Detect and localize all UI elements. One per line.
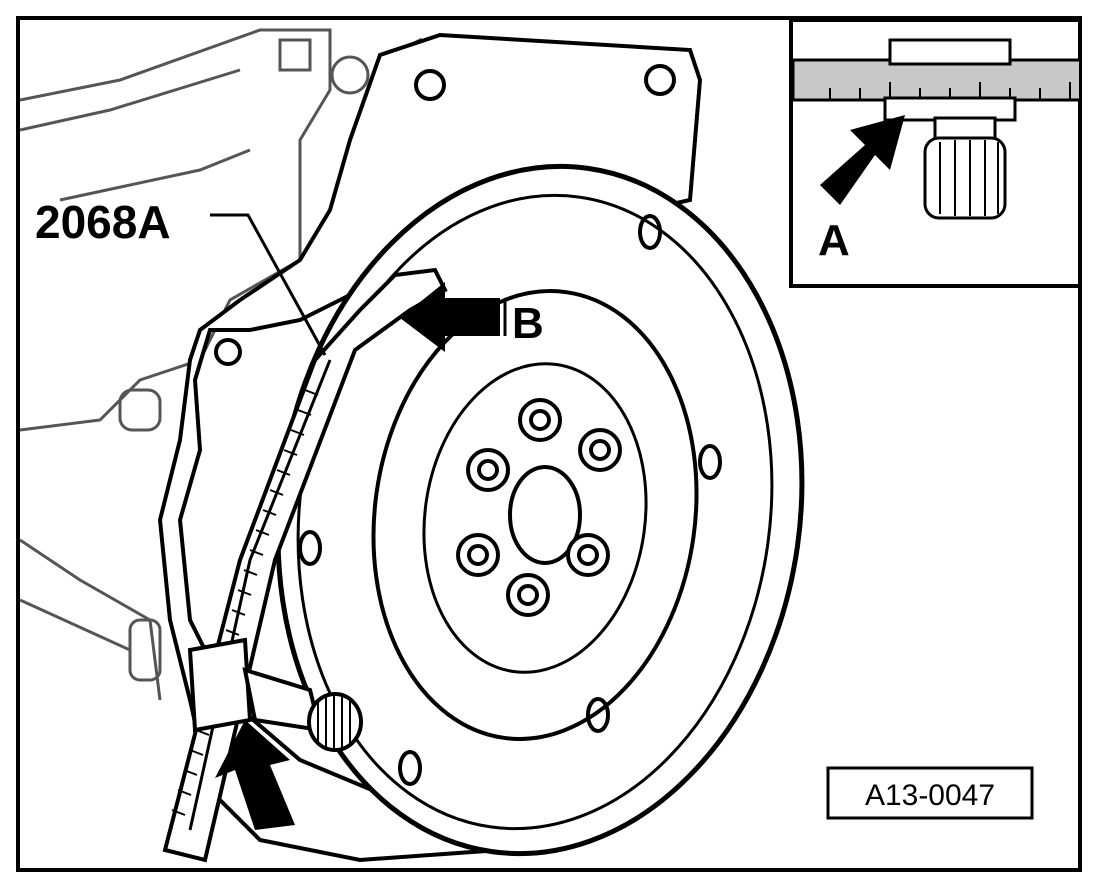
arrow-b-icon bbox=[400, 282, 500, 352]
plate-bolt-hole-3 bbox=[214, 338, 242, 366]
engine-block-icon bbox=[20, 28, 422, 701]
arrow-lower-icon bbox=[215, 720, 295, 830]
callout-a-label: A bbox=[818, 216, 850, 265]
arrow-a-icon bbox=[820, 115, 905, 205]
plate-bolt-hole-2 bbox=[644, 64, 676, 96]
inset-knob-icon bbox=[923, 136, 1007, 220]
flywheel-icon bbox=[275, 163, 805, 857]
measuring-tool-icon bbox=[162, 267, 448, 863]
tool-label: 2068A bbox=[35, 196, 171, 248]
plate-bolt-hole-1 bbox=[414, 69, 446, 101]
reference-id-box bbox=[826, 766, 1034, 820]
callout-b-label: B bbox=[512, 299, 544, 348]
reference-id: A13-0047 bbox=[865, 779, 995, 812]
detail-inset: A bbox=[789, 18, 1082, 288]
tool-leader-line bbox=[210, 213, 327, 356]
